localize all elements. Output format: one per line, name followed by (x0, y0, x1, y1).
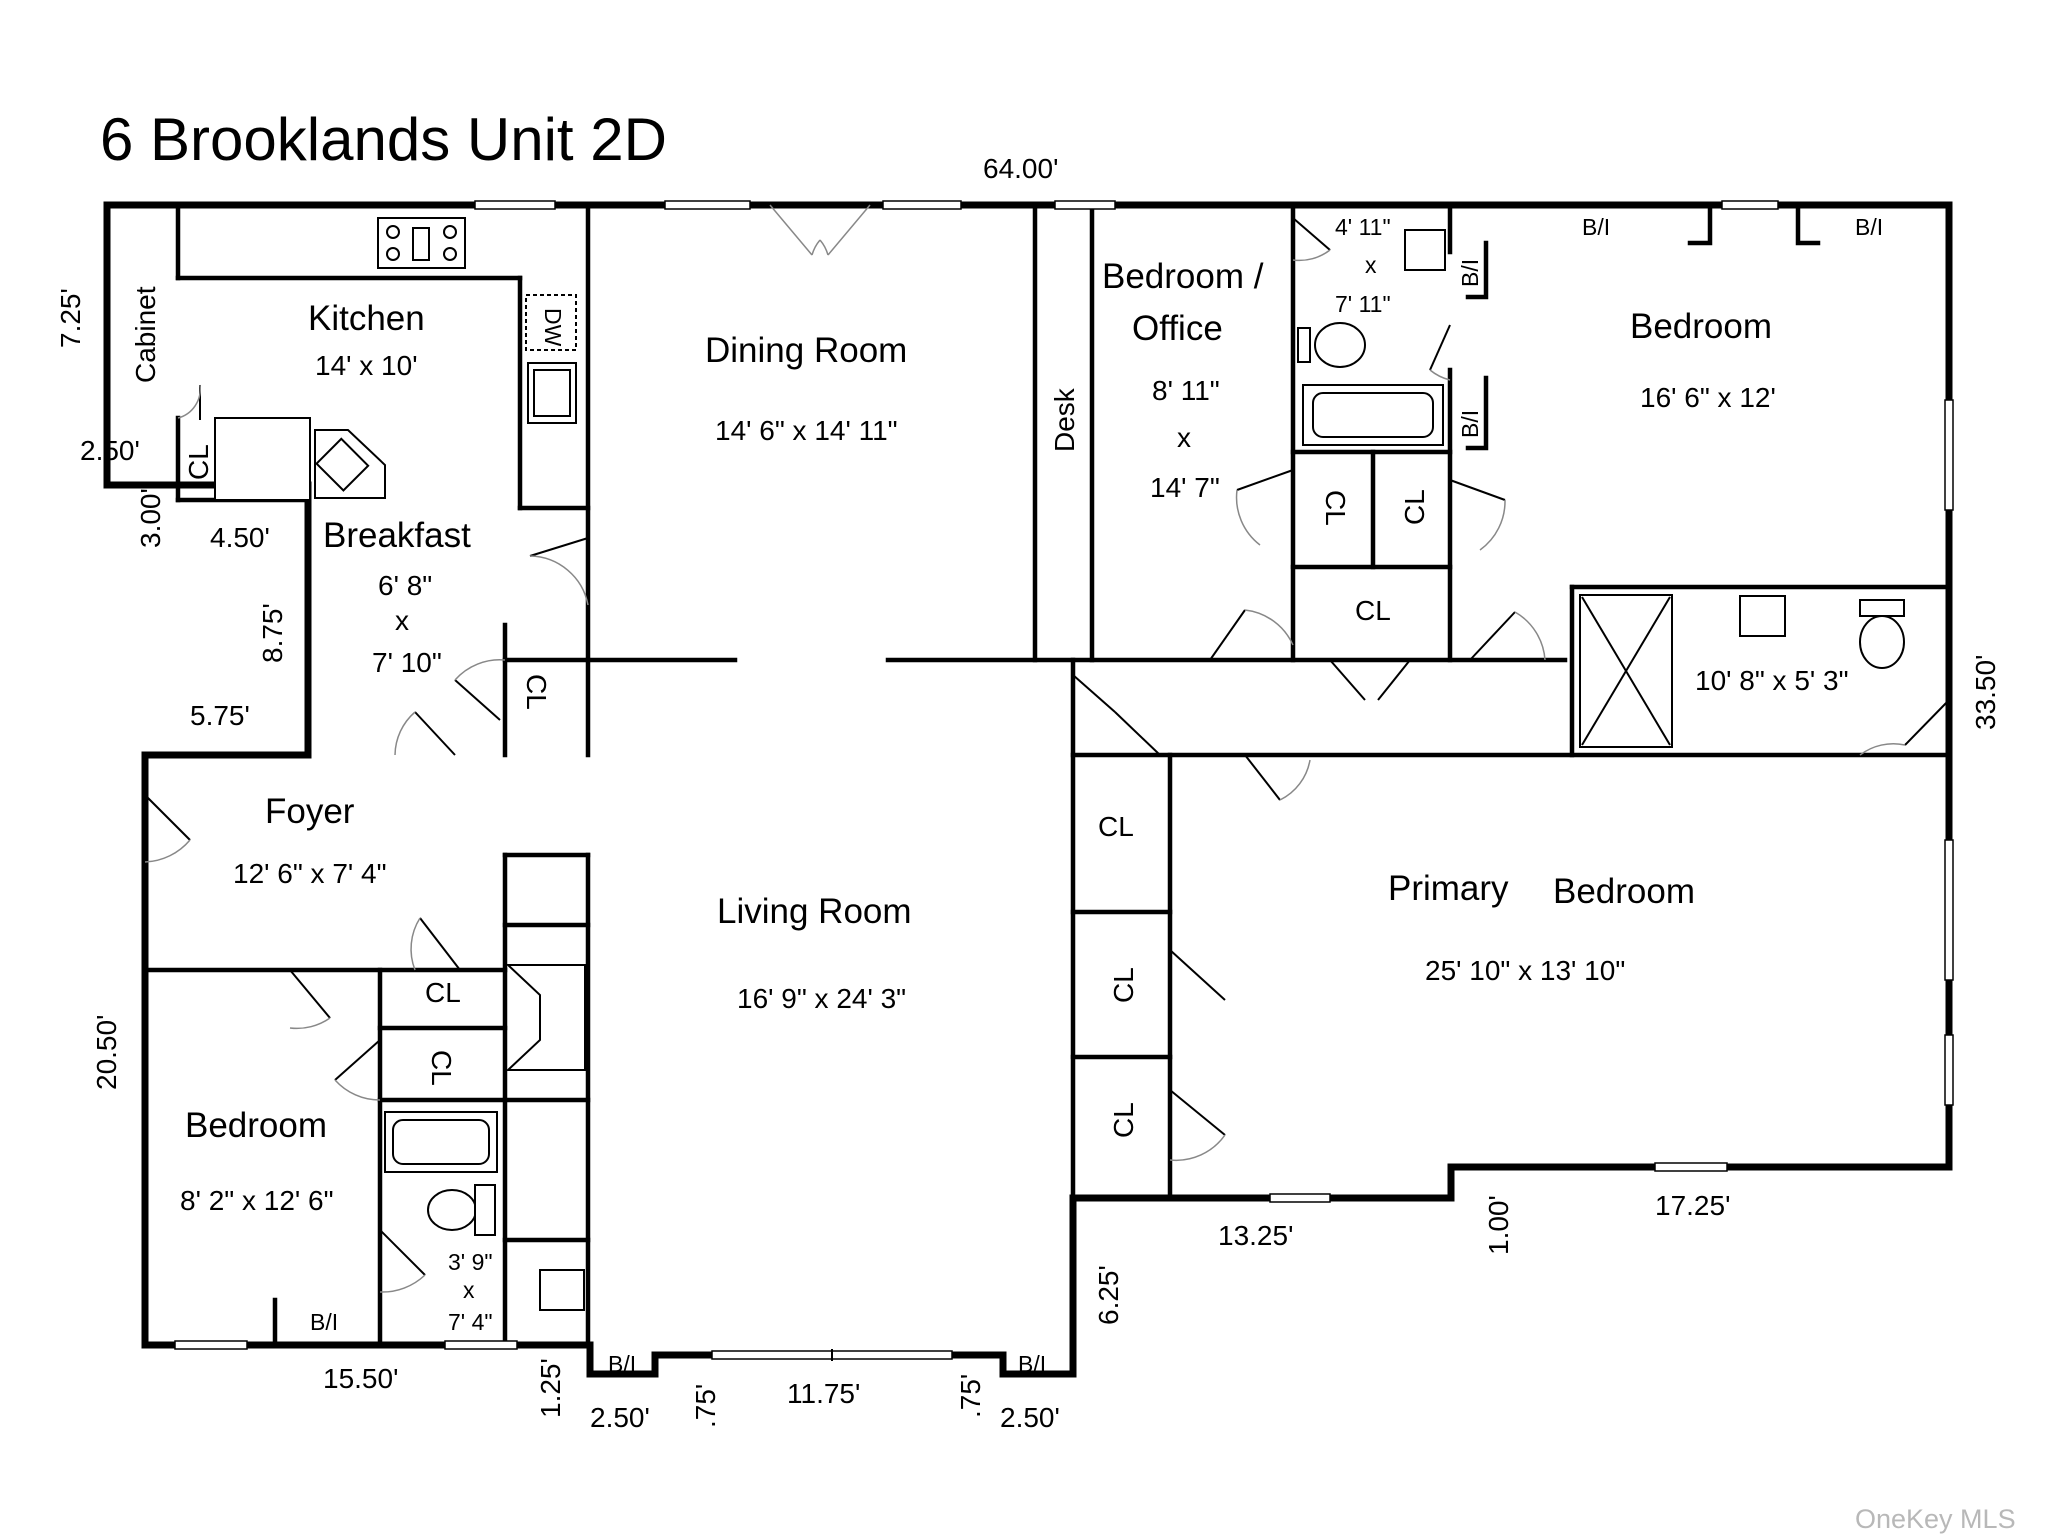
fixtures (214, 217, 1905, 1311)
toilet-icon (1314, 322, 1366, 368)
cabinet-label: Cabinet (130, 286, 161, 383)
bedroom-sw-size: 8' 2" x 12' 6" (180, 1185, 334, 1216)
office-size-2: 14' 7" (1150, 472, 1220, 503)
dim-75-b: .75' (955, 1374, 986, 1418)
cl-label-ne-1: CL (1399, 489, 1430, 525)
kitchen-label: Kitchen (308, 299, 425, 338)
foyer-size: 12' 6" x 7' 4" (233, 858, 387, 889)
office-label-1: Bedroom / (1102, 257, 1264, 296)
dim-125: 1.25' (535, 1358, 566, 1418)
primary-sink-icon (1739, 595, 1786, 637)
cl-label-breakfast: CL (521, 674, 552, 710)
primary-label-1: Primary (1388, 869, 1509, 908)
dw-label: DW (540, 308, 566, 347)
cl-label-office: CL (1320, 490, 1351, 526)
bi-label-ne-1: B/I (1582, 214, 1610, 240)
breakfast-label: Breakfast (323, 516, 471, 555)
dim-1325: 13.25' (1218, 1220, 1293, 1251)
dim-250-b2: 2.50' (1000, 1402, 1060, 1433)
exterior-walls (103, 201, 1953, 1378)
dim-2050: 20.50' (91, 1015, 122, 1090)
primary-toilet-icon (1859, 615, 1905, 669)
kitchen-sink-icon (527, 362, 577, 424)
bi-label-bottom-1: B/I (608, 1351, 636, 1377)
dim-3350: 33.50' (1970, 655, 2001, 730)
dim-250-b1: 2.50' (590, 1402, 650, 1433)
dim-1725: 17.25' (1655, 1190, 1730, 1221)
door-swings (144, 204, 1950, 1293)
cl-label-foyer: CL (425, 977, 461, 1008)
living-label: Living Room (717, 892, 912, 931)
bath-sw-size-1: 3' 9" (448, 1249, 493, 1275)
bathroom-sink-icon (1404, 229, 1446, 271)
breakfast-size-2: 7' 10" (372, 647, 442, 678)
laundry-counter-icon (214, 417, 311, 501)
sw-bathtub-icon (384, 1111, 498, 1173)
dim-1175: 11.75' (787, 1378, 860, 1409)
sw-toilet-icon (427, 1189, 477, 1231)
dim-300: 3.00' (135, 488, 166, 548)
room-labels: Kitchen 14' x 10' Dining Room 14' 6" x 1… (180, 214, 1849, 1335)
cl-label-primary-2: CL (1108, 967, 1139, 1003)
dim-575: 5.75' (190, 700, 250, 731)
primary-bath-size: 10' 8" x 5' 3" (1695, 665, 1849, 696)
dim-450: 4.50' (210, 522, 270, 553)
bi-label-ne-4: B/I (1457, 410, 1483, 438)
primary-label-2: Bedroom (1553, 872, 1695, 911)
sw-sink-icon (539, 1269, 585, 1311)
cl-label-hall: CL (1355, 595, 1391, 626)
bedroom-sw-label: Bedroom (185, 1106, 327, 1145)
fireplace-icon (505, 964, 586, 1071)
dishwasher-icon (525, 294, 577, 351)
foyer-label: Foyer (265, 792, 355, 831)
bi-label-ne-3: B/I (1457, 259, 1483, 287)
desk-label: Desk (1049, 387, 1080, 452)
windows (174, 200, 1954, 1361)
dining-label: Dining Room (705, 331, 907, 370)
dim-100: 1.00' (1483, 1195, 1514, 1255)
bar-sink-icon (314, 429, 386, 499)
bath-sw-size-x: x (463, 1277, 475, 1303)
plan-title: 6 Brooklands Unit 2D (100, 106, 667, 173)
bi-label-sw: B/I (310, 1309, 338, 1335)
dim-top: 64.00' (983, 153, 1058, 184)
living-size: 16' 9" x 24' 3" (737, 983, 906, 1014)
breakfast-size-1: 6' 8" (378, 570, 432, 601)
cl-label-primary-1: CL (1098, 811, 1134, 842)
bathtub-icon (1302, 384, 1444, 446)
bi-label-bottom-2: B/I (1018, 1351, 1046, 1377)
watermark: OneKey MLS (1855, 1504, 2016, 1534)
dim-75-a: .75' (690, 1384, 721, 1428)
kitchen-size: 14' x 10' (315, 350, 418, 381)
bath-sw-size-2: 7' 4" (448, 1309, 493, 1335)
interior-walls (142, 202, 1952, 1377)
primary-size: 25' 10" x 13' 10" (1425, 955, 1625, 986)
dim-625: 6.25' (1093, 1265, 1124, 1325)
dimension-labels: 64.00' 7.25' 2.50' 3.00' 4.50' 8.75' 5.7… (55, 153, 2001, 1433)
cl-label-sw: CL (426, 1050, 457, 1086)
cl-label-primary-3: CL (1108, 1102, 1139, 1138)
bi-label-ne-2: B/I (1855, 214, 1883, 240)
bath-top-size-1: 4' 11" (1335, 214, 1391, 240)
dining-size: 14' 6" x 14' 11" (715, 415, 898, 446)
bath-top-size-2: 7' 11" (1335, 291, 1391, 317)
dim-725: 7.25' (55, 288, 86, 348)
dim-875: 8.75' (257, 603, 288, 663)
breakfast-size-x: x (395, 605, 409, 636)
dim-1550: 15.50' (323, 1363, 398, 1394)
fixture-labels: Cabinet Desk DW CL CL CL CL CL CL CL CL … (130, 214, 1883, 1377)
bedroom-ne-label: Bedroom (1630, 307, 1772, 346)
dim-250-left: 2.50' (80, 435, 140, 466)
office-size-1: 8' 11" (1152, 375, 1220, 406)
bath-top-size-x: x (1365, 252, 1377, 278)
bedroom-ne-size: 16' 6" x 12' (1640, 382, 1776, 413)
office-label-2: Office (1132, 309, 1223, 348)
cl-label-kitchen: CL (183, 444, 214, 480)
office-size-x: x (1177, 422, 1191, 453)
